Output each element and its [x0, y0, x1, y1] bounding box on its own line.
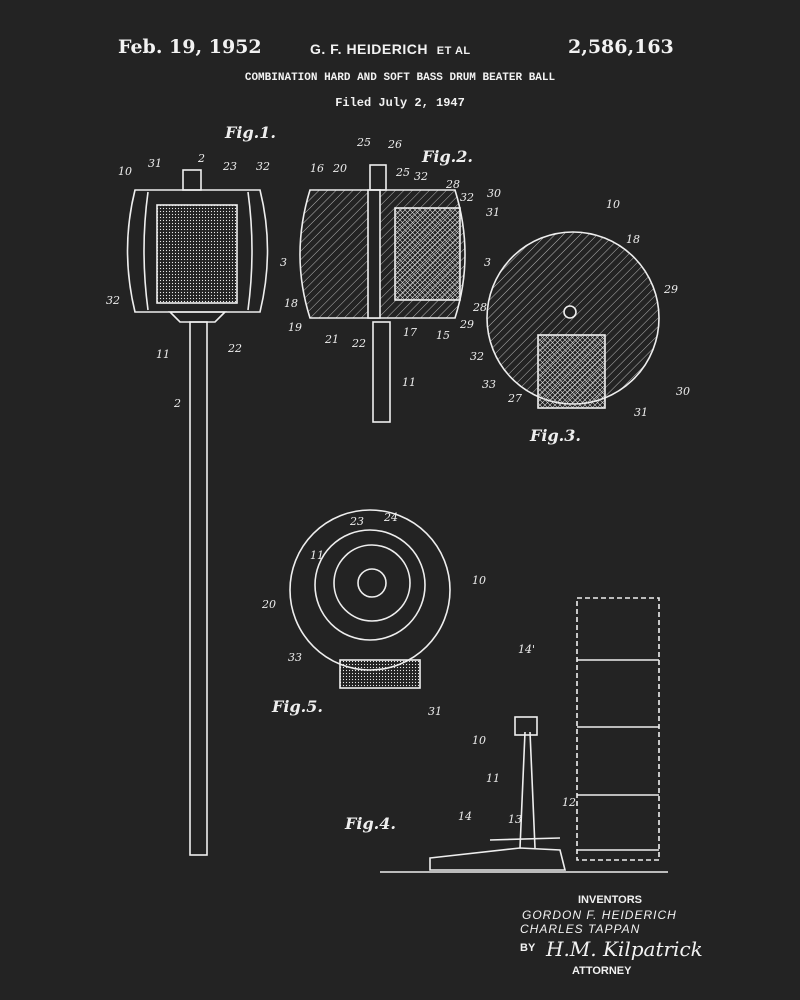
attorney-label: ATTORNEY — [572, 965, 632, 977]
inventor-name: G. F. HEIDERICH — [310, 41, 428, 57]
part-label: 18 — [284, 297, 298, 310]
part-label: 15 — [436, 329, 450, 342]
fig1-labels: Fig.1. 31 2 23 32 10 3 32 22 11 2 — [106, 123, 287, 410]
fig4-drawing — [380, 597, 668, 873]
part-label: 32 — [256, 160, 270, 173]
fig2-title: Fig.2. — [421, 147, 473, 166]
part-label: 25 — [356, 136, 371, 149]
part-label: 33 — [482, 378, 496, 391]
part-label: 17 — [403, 326, 417, 339]
part-label: 33 — [288, 651, 302, 664]
fig5-title: Fig.5. — [271, 697, 323, 716]
part-label: 14 — [458, 810, 472, 823]
part-label: 24 — [383, 511, 398, 524]
part-label: 29 — [459, 318, 474, 331]
part-label: 31 — [148, 157, 162, 170]
fig1-drawing — [126, 169, 269, 856]
patent-date: Feb. 19, 1952 — [118, 36, 262, 58]
inventor-name-1: GORDON F. HEIDERICH — [522, 908, 677, 922]
part-label: 22 — [227, 342, 242, 355]
fig1-title: Fig.1. — [224, 123, 276, 142]
part-label: 3 — [484, 256, 491, 269]
part-label: 21 — [324, 333, 339, 346]
part-label: 29 — [663, 283, 678, 296]
part-label: 16 — [310, 162, 324, 175]
fig2-drawing — [299, 164, 466, 423]
part-label: 22 — [351, 337, 366, 350]
part-label: 2 — [197, 152, 205, 165]
fig4-title: Fig.4. — [344, 814, 396, 833]
part-label: 28 — [472, 301, 487, 314]
part-label: 10 — [118, 165, 132, 178]
part-label: 14' — [518, 643, 535, 656]
part-label: 13 — [508, 813, 522, 826]
attorney-signature: H.M. Kilpatrick — [546, 937, 703, 961]
by-label: BY — [520, 942, 536, 954]
part-label: 32 — [460, 191, 474, 204]
part-label: 32 — [414, 170, 428, 183]
et-al: ET AL — [436, 45, 471, 57]
fig4-labels: Fig.4. 14' 10 11 12 13 14 — [344, 643, 576, 833]
inventor-name-2: CHARLES TAPPAN — [520, 922, 641, 936]
part-label: 10 — [606, 198, 620, 211]
part-label: 20 — [261, 598, 276, 611]
part-label: 32 — [106, 294, 120, 307]
fig2-labels: Fig.2. 25 26 16 20 25 32 28 30 32 31 3 1… — [284, 136, 501, 389]
part-label: 18 — [626, 233, 640, 246]
part-label: 30 — [487, 187, 501, 200]
part-label: 28 — [445, 178, 460, 191]
fig3-title: Fig.3. — [529, 426, 581, 445]
filed-date: Filed July 2, 1947 — [335, 96, 465, 110]
part-label: 30 — [676, 385, 690, 398]
part-label: 10 — [472, 734, 486, 747]
part-label: 31 — [634, 406, 648, 419]
part-label: 26 — [387, 138, 402, 151]
fig3-labels: Fig.3. 10 18 29 32 33 27 30 31 — [470, 198, 690, 445]
part-label: 23 — [349, 515, 364, 528]
part-label: 11 — [310, 549, 324, 562]
part-label: 11 — [156, 348, 170, 361]
part-label: 12 — [562, 796, 576, 809]
part-label: 19 — [288, 321, 302, 334]
part-label: 3 — [280, 256, 287, 269]
inventors-label: INVENTORS — [578, 894, 642, 906]
part-label: 25 — [395, 166, 410, 179]
part-label: 2 — [173, 397, 181, 410]
part-label: 32 — [470, 350, 484, 363]
part-label: 27 — [507, 392, 522, 405]
part-label: 20 — [332, 162, 347, 175]
part-label: 10 — [472, 574, 486, 587]
part-label: 11 — [486, 772, 500, 785]
part-label: 23 — [222, 160, 237, 173]
part-label: 31 — [428, 705, 442, 718]
patent-number: 2,586,163 — [568, 36, 674, 58]
fig3-drawing — [486, 231, 660, 409]
patent-title: COMBINATION HARD AND SOFT BASS DRUM BEAT… — [244, 72, 556, 84]
part-label: 11 — [402, 376, 416, 389]
fig5-drawing — [289, 509, 451, 689]
inventor-header: G. F. HEIDERICH ET AL — [310, 41, 471, 57]
fig5-labels: Fig.5. 23 24 11 20 10 33 31 — [261, 511, 486, 718]
part-label: 31 — [486, 206, 500, 219]
